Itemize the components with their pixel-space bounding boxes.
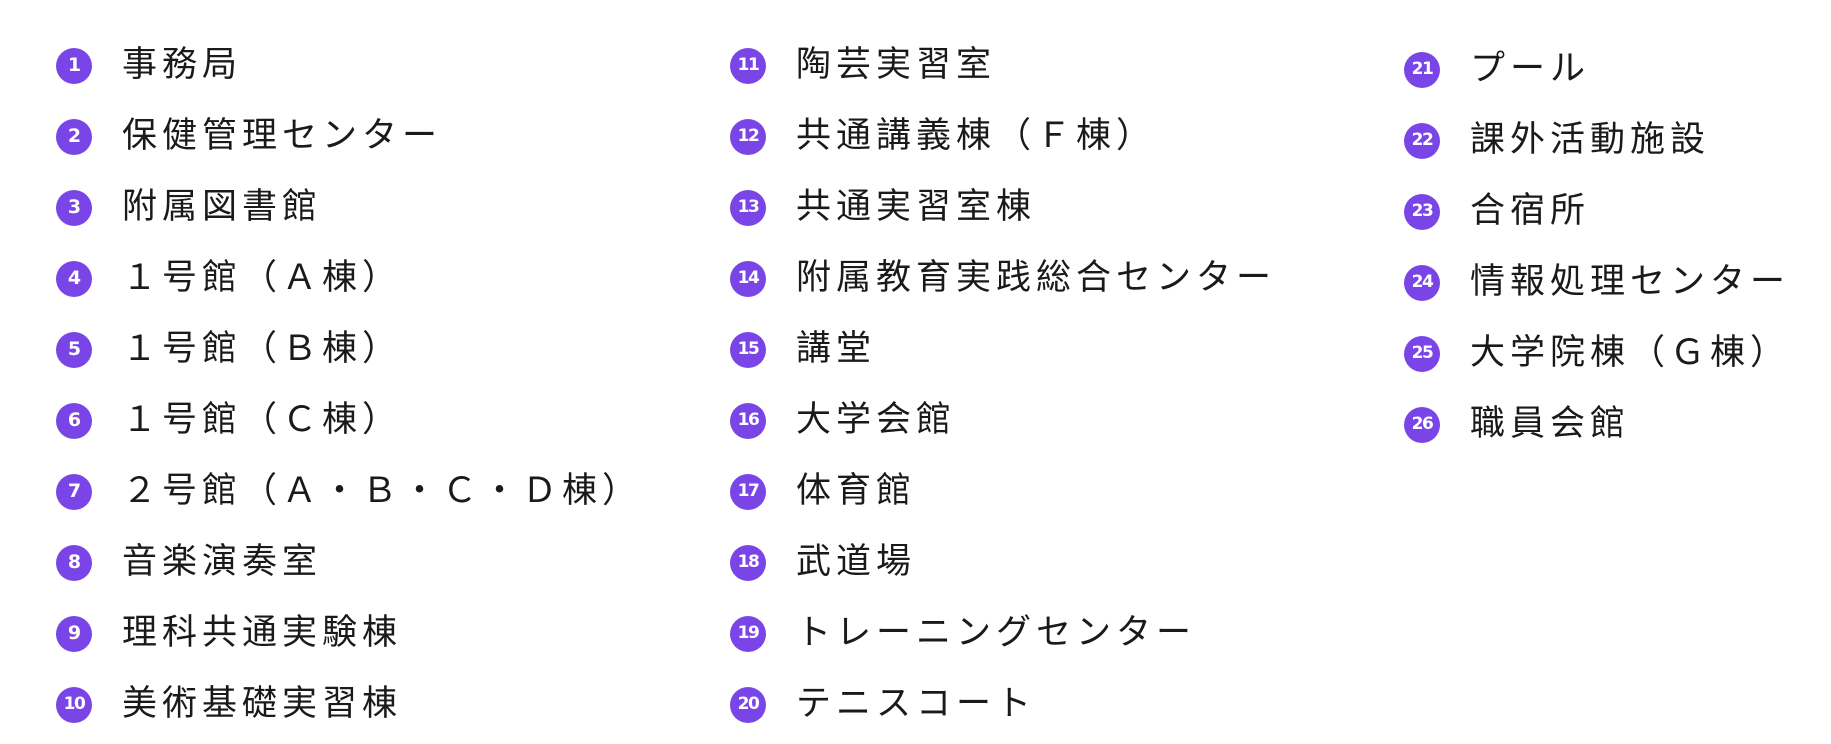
facility-name: 職員会館 bbox=[1470, 404, 1631, 444]
legend-item: 23 合宿所 bbox=[1404, 176, 1790, 247]
legend-column-3: 21 プール 22 課外活動施設 23 合宿所 24 情報処理センター 25 大学院棟（Ｇ… bbox=[1404, 34, 1790, 460]
facility-name: 理科共通実験棟 bbox=[122, 613, 403, 653]
number-badge-icon: 11 bbox=[730, 47, 766, 84]
legend-item: 21 プール bbox=[1404, 34, 1790, 105]
facility-name: 武道場 bbox=[796, 542, 917, 582]
number-badge-icon: 6 bbox=[56, 402, 92, 439]
number-badge-icon: 9 bbox=[56, 615, 92, 652]
number-badge-icon: 8 bbox=[56, 544, 92, 581]
number-badge-icon: 17 bbox=[730, 473, 766, 510]
legend-item: 6 １号館（Ｃ棟） bbox=[56, 385, 642, 456]
facility-name: １号館（Ｃ棟） bbox=[122, 400, 403, 440]
legend-item: 17 体育館 bbox=[730, 456, 1276, 527]
legend-item: 5 １号館（Ｂ棟） bbox=[56, 314, 642, 385]
legend-item: 13 共通実習室棟 bbox=[730, 172, 1276, 243]
number-badge-icon: 4 bbox=[56, 260, 92, 297]
facility-name: 美術基礎実習棟 bbox=[122, 684, 403, 724]
legend-item: 25 大学院棟（Ｇ棟） bbox=[1404, 318, 1790, 389]
legend-item: 26 職員会館 bbox=[1404, 389, 1790, 460]
number-badge-icon: 2 bbox=[56, 118, 92, 155]
legend-item: 2 保健管理センター bbox=[56, 101, 642, 172]
number-badge-icon: 13 bbox=[730, 189, 766, 226]
facility-name: 共通実習室棟 bbox=[796, 187, 1037, 227]
legend-item: 22 課外活動施設 bbox=[1404, 105, 1790, 176]
facility-name: 合宿所 bbox=[1470, 191, 1591, 231]
legend-item: 7 ２号館（Ａ・Ｂ・Ｃ・Ｄ棟） bbox=[56, 456, 642, 527]
number-badge-icon: 16 bbox=[730, 402, 766, 439]
legend-item: 14 附属教育実践総合センター bbox=[730, 243, 1276, 314]
facility-name: １号館（Ａ棟） bbox=[122, 258, 403, 298]
number-badge-icon: 26 bbox=[1404, 406, 1440, 443]
legend-item: 18 武道場 bbox=[730, 527, 1276, 598]
number-badge-icon: 21 bbox=[1404, 51, 1440, 88]
facility-name: 保健管理センター bbox=[122, 116, 443, 156]
number-badge-icon: 12 bbox=[730, 118, 766, 155]
number-badge-icon: 5 bbox=[56, 331, 92, 368]
facility-name: 体育館 bbox=[796, 471, 917, 511]
number-badge-icon: 22 bbox=[1404, 122, 1440, 159]
legend-item: 11 陶芸実習室 bbox=[730, 30, 1276, 101]
legend-item: 1 事務局 bbox=[56, 30, 642, 101]
number-badge-icon: 20 bbox=[730, 686, 766, 723]
legend-item: 8 音楽演奏室 bbox=[56, 527, 642, 598]
facility-name: 講堂 bbox=[796, 329, 877, 369]
legend-item: 10 美術基礎実習棟 bbox=[56, 669, 642, 740]
legend-item: 9 理科共通実験棟 bbox=[56, 598, 642, 669]
facility-name: 附属教育実践総合センター bbox=[796, 258, 1277, 298]
legend-item: 15 講堂 bbox=[730, 314, 1276, 385]
number-badge-icon: 7 bbox=[56, 473, 92, 510]
legend-item: 16 大学会館 bbox=[730, 385, 1276, 456]
facility-name: 事務局 bbox=[122, 45, 243, 85]
legend-item: 24 情報処理センター bbox=[1404, 247, 1790, 318]
facility-name: 音楽演奏室 bbox=[122, 542, 323, 582]
legend-item: 20 テニスコート bbox=[730, 669, 1276, 740]
number-badge-icon: 15 bbox=[730, 331, 766, 368]
facility-name: 課外活動施設 bbox=[1470, 120, 1711, 160]
legend-column-2: 11 陶芸実習室 12 共通講義棟（Ｆ棟） 13 共通実習室棟 14 附属教育実践総合セ… bbox=[730, 30, 1276, 740]
facility-name: トレーニングセンター bbox=[796, 613, 1197, 653]
facility-name: １号館（Ｂ棟） bbox=[122, 329, 403, 369]
facility-name: 陶芸実習室 bbox=[796, 45, 997, 85]
legend-item: 4 １号館（Ａ棟） bbox=[56, 243, 642, 314]
facility-name: テニスコート bbox=[796, 684, 1037, 724]
facility-name: 共通講義棟（Ｆ棟） bbox=[796, 116, 1157, 156]
number-badge-icon: 3 bbox=[56, 189, 92, 226]
facility-name: 附属図書館 bbox=[122, 187, 323, 227]
number-badge-icon: 10 bbox=[56, 686, 92, 723]
facility-name: 大学会館 bbox=[796, 400, 957, 440]
number-badge-icon: 23 bbox=[1404, 193, 1440, 230]
number-badge-icon: 25 bbox=[1404, 335, 1440, 372]
number-badge-icon: 19 bbox=[730, 615, 766, 652]
legend-item: 19 トレーニングセンター bbox=[730, 598, 1276, 669]
number-badge-icon: 14 bbox=[730, 260, 766, 297]
number-badge-icon: 1 bbox=[56, 47, 92, 84]
legend-item: 12 共通講義棟（Ｆ棟） bbox=[730, 101, 1276, 172]
number-badge-icon: 24 bbox=[1404, 264, 1440, 301]
legend-item: 3 附属図書館 bbox=[56, 172, 642, 243]
number-badge-icon: 18 bbox=[730, 544, 766, 581]
facility-name: 大学院棟（Ｇ棟） bbox=[1470, 333, 1791, 373]
facility-name: プール bbox=[1470, 49, 1591, 89]
facility-name: 情報処理センター bbox=[1470, 262, 1791, 302]
facility-name: ２号館（Ａ・Ｂ・Ｃ・Ｄ棟） bbox=[122, 471, 643, 511]
